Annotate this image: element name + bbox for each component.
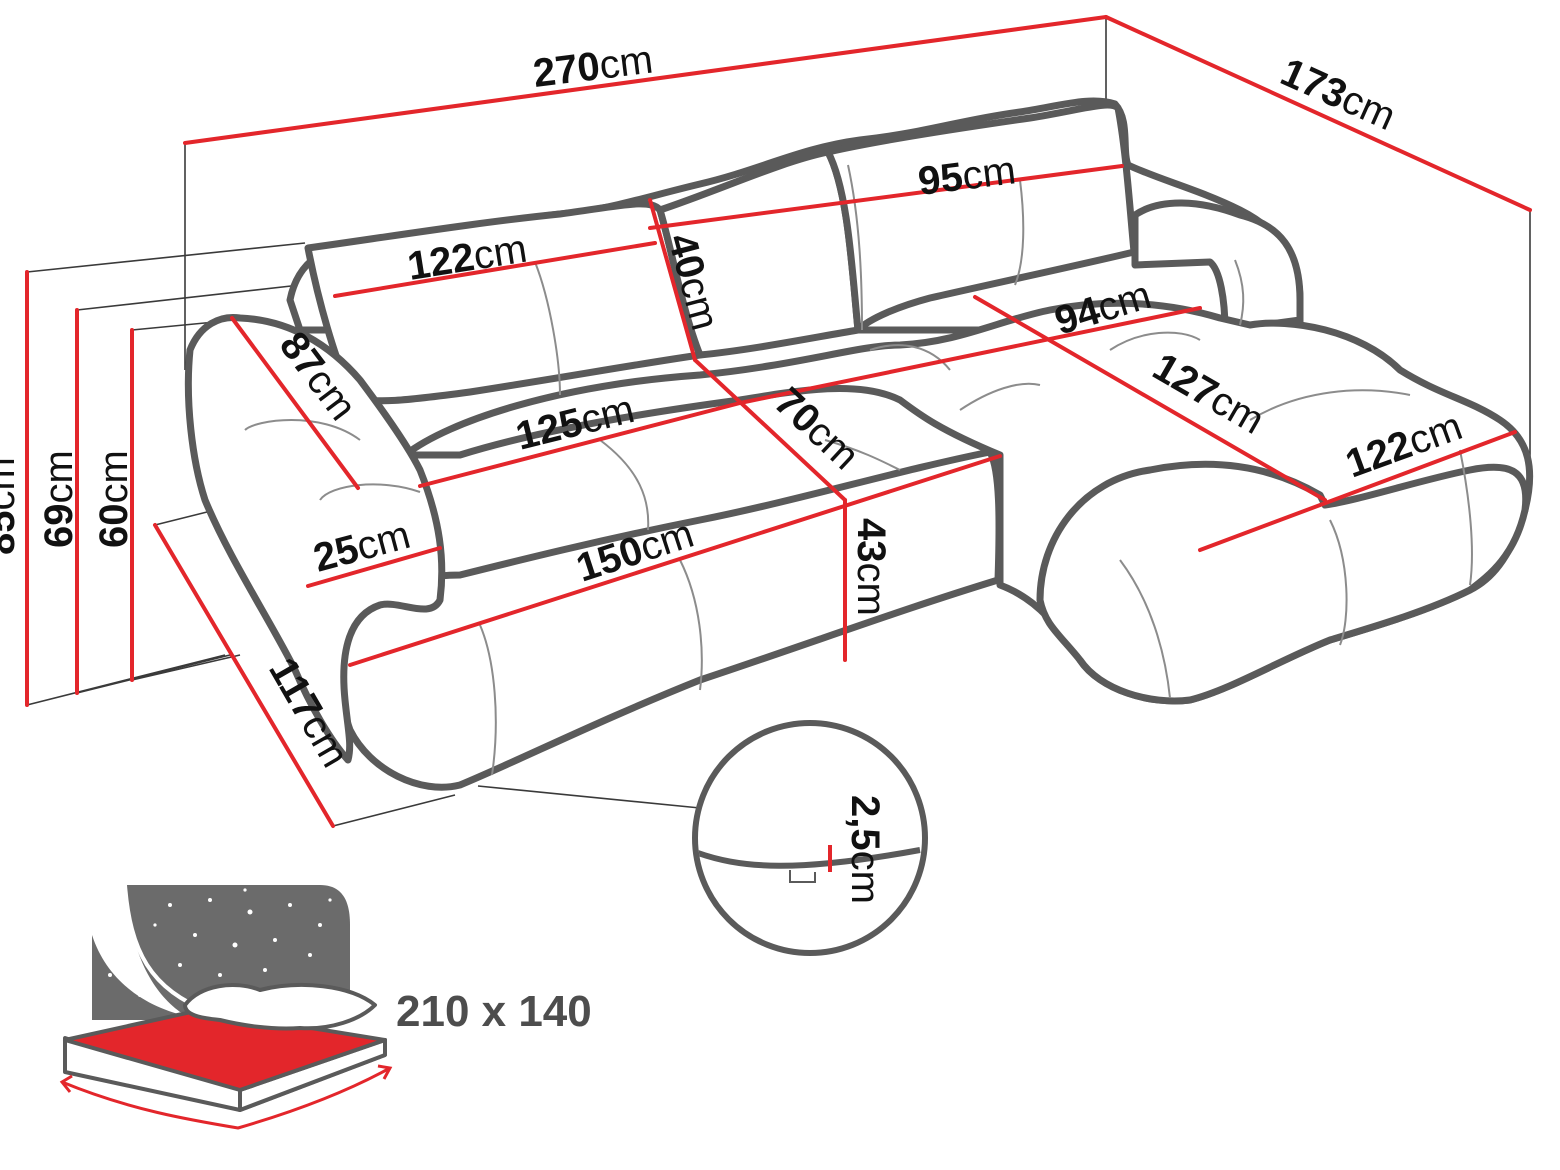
svg-text:69cm: 69cm	[37, 450, 81, 548]
svg-text:270cm: 270cm	[531, 38, 656, 96]
dim-line-40	[648, 198, 697, 362]
dim-label-95: 95cm	[916, 148, 1018, 204]
svg-text:43cm: 43cm	[849, 518, 893, 616]
svg-text:173cm: 173cm	[1274, 50, 1402, 139]
dim-line-25	[306, 546, 442, 588]
svg-text:70cm: 70cm	[766, 379, 868, 478]
dim-line-94	[973, 295, 1327, 502]
bed-icon	[59, 884, 393, 1130]
dim-line-125	[418, 401, 742, 488]
dim-line-95	[648, 164, 1124, 230]
chaise-arm	[1131, 199, 1304, 334]
svg-text:85cm: 85cm	[0, 457, 23, 555]
zoom-detail-icon	[692, 720, 928, 956]
dim-line-150	[348, 454, 1002, 667]
dim-line-70	[693, 358, 847, 502]
dimension-lines	[25, 15, 1532, 828]
left-arm	[184, 313, 446, 764]
dim-line-87	[230, 316, 360, 490]
svg-text:2,5cm: 2,5cm	[843, 795, 887, 904]
dim-line-seat-back	[738, 306, 1202, 405]
dim-line-270	[183, 15, 1108, 145]
svg-text:60cm: 60cm	[92, 450, 136, 548]
dim-line-173	[1104, 15, 1532, 212]
dim-label-2-5: 2,5cm	[843, 795, 887, 904]
dim-line-117	[153, 523, 335, 828]
dim-label-60: 60cm	[92, 450, 136, 548]
dim-label-70: 70cm	[766, 379, 868, 478]
dim-line-122-right	[1198, 430, 1517, 552]
dim-label-43: 43cm	[849, 518, 893, 616]
dim-label-85: 85cm	[0, 457, 23, 555]
dim-label-173: 173cm	[1274, 50, 1402, 139]
dim-label-69: 69cm	[37, 450, 81, 548]
svg-text:95cm: 95cm	[916, 148, 1018, 204]
dim-label-150: 150cm	[571, 512, 699, 591]
chaise-seat	[1036, 460, 1530, 705]
dim-label-270: 270cm	[531, 38, 656, 96]
svg-text:150cm: 150cm	[571, 512, 699, 591]
svg-text:122cm: 122cm	[405, 227, 530, 289]
sofa-drawing	[184, 97, 1534, 791]
dim-label-122-left: 122cm	[405, 227, 530, 289]
guide-lines	[26, 17, 1531, 827]
front-seat	[337, 448, 1003, 791]
dim-line-122-left	[333, 241, 657, 298]
bed-size-label: 210 x 140	[396, 987, 592, 1036]
